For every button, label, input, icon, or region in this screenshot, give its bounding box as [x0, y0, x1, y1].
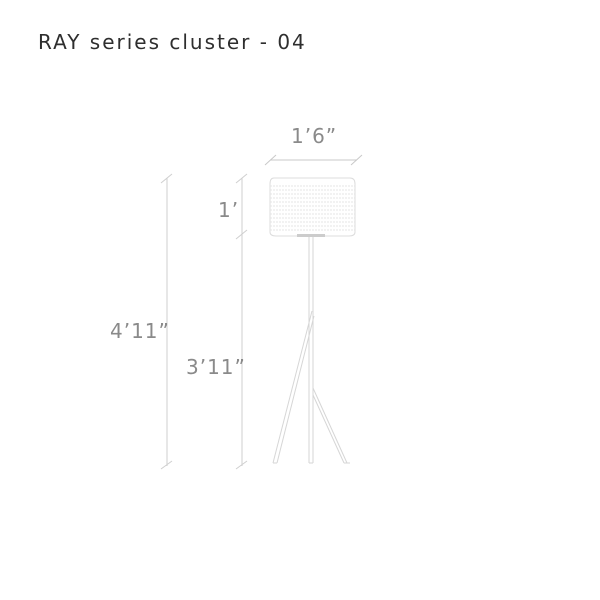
total-height-label: 4’11” — [110, 319, 170, 343]
total-height-dimension-line — [160, 173, 173, 470]
shade-mount — [297, 234, 325, 237]
shade-width-label: 1’6” — [291, 124, 338, 148]
shade-height-label: 1’ — [218, 198, 240, 222]
width-dimension-line — [264, 154, 363, 166]
lamp-shade — [269, 177, 356, 237]
shade-ribs — [270, 185, 355, 231]
page-title: RAY series cluster - 04 — [38, 30, 307, 54]
lamp-stand — [272, 237, 350, 464]
shade-base-height-dimension-line — [235, 173, 248, 470]
base-height-label: 3’11” — [186, 355, 246, 379]
